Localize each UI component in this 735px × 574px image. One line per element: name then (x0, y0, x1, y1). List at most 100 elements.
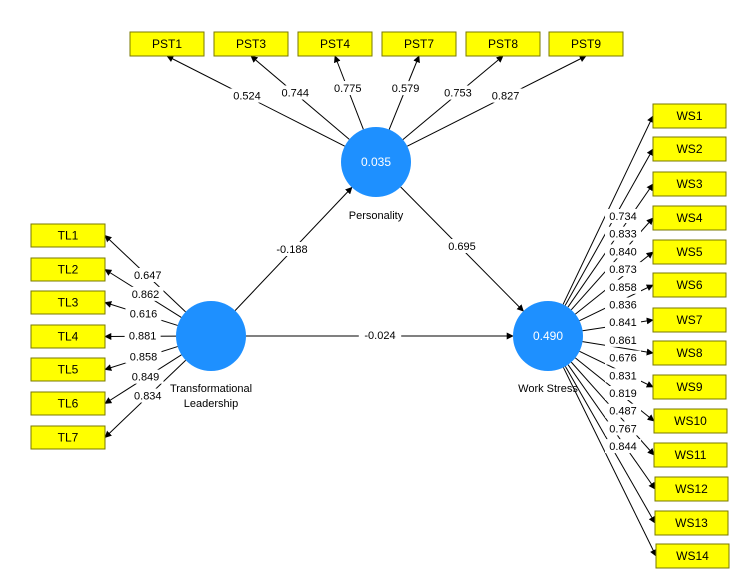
indicator-ws8-label: WS8 (676, 346, 702, 360)
loading-arrow-ws14 (562, 367, 657, 557)
indicator-ws6-label: WS6 (676, 278, 702, 292)
indicator-tl3[interactable]: TL3 (30, 290, 106, 315)
loading-pst4-bg (329, 81, 366, 96)
indicator-tl6-label: TL6 (58, 397, 79, 411)
loading-ws8: 0.861 (609, 335, 637, 347)
indicator-pst7-label: PST7 (404, 37, 434, 51)
indicator-ws12-label: WS12 (675, 482, 708, 496)
loading-ws13-bg (605, 421, 641, 436)
latent-work-stress[interactable]: 0.490 Work Stress (513, 301, 583, 395)
indicator-ws14[interactable]: WS14 (655, 543, 730, 569)
loading-ws9: 0.676 (609, 353, 637, 365)
latent-personality[interactable]: 0.035 Personality (341, 127, 411, 222)
indicator-tl4-label: TL4 (58, 330, 79, 344)
indicator-ws9-label: WS9 (676, 380, 702, 394)
indicator-ws4-label: WS4 (676, 211, 702, 225)
indicator-ws7-label: WS7 (676, 313, 702, 327)
loading-tl2: 0.862 (132, 289, 160, 301)
indicator-ws7[interactable]: WS7 (652, 307, 727, 333)
tl-label-line2: Leadership (184, 398, 238, 410)
work-stress-label: Work Stress (518, 383, 578, 395)
loading-ws12: 0.487 (609, 406, 637, 418)
indicator-tl1-label: TL1 (58, 229, 79, 243)
latent-transformational-leadership[interactable]: Transformational Leadership (170, 301, 252, 410)
loading-tl7-bg (129, 388, 166, 403)
loading-ws2: 0.833 (609, 229, 637, 241)
indicator-ws11[interactable]: WS11 (653, 442, 728, 468)
indicator-ws1[interactable]: WS1 (652, 103, 727, 129)
indicator-pst9-label: PST9 (571, 37, 601, 51)
loading-ws10: 0.831 (609, 370, 637, 382)
loading-tl5: 0.858 (130, 351, 158, 363)
loading-ws1-bg (605, 209, 641, 223)
path-coef-tl-ws: -0.024 (364, 330, 395, 342)
indicator-pst3[interactable]: PST3 (213, 31, 289, 57)
indicator-ws1-label: WS1 (676, 109, 702, 123)
indicator-ws12[interactable]: WS12 (654, 476, 729, 502)
loading-pst4: 0.775 (334, 83, 362, 95)
indicator-ws9[interactable]: WS9 (652, 374, 727, 400)
indicator-ws5[interactable]: WS5 (652, 239, 727, 265)
personality-label: Personality (349, 210, 404, 222)
loading-pst3-bg (277, 85, 314, 100)
loading-ws11: 0.819 (609, 388, 637, 400)
loading-tl1: 0.647 (134, 270, 162, 282)
loading-ws8-bg (605, 332, 641, 347)
indicator-ws13[interactable]: WS13 (654, 510, 729, 536)
loading-ws4-bg (605, 262, 641, 277)
indicator-ws2[interactable]: WS2 (652, 136, 727, 162)
loading-pst9-bg (487, 88, 524, 103)
loading-ws5-bg (605, 279, 641, 294)
loading-tl4: 0.881 (129, 330, 157, 342)
loading-pst7: 0.579 (392, 83, 420, 95)
tl-label-line1: Transformational (170, 383, 252, 395)
loading-tl6-bg (127, 369, 164, 384)
path-coef-tl-ws-bg (358, 328, 402, 342)
loading-ws5: 0.858 (609, 282, 637, 294)
indicator-ws10[interactable]: WS10 (653, 408, 728, 434)
loading-ws4: 0.873 (609, 264, 637, 276)
loading-ws10-bg (605, 368, 641, 383)
indicator-ws5-label: WS5 (676, 245, 702, 259)
indicator-ws14-label: WS14 (676, 549, 709, 563)
indicator-pst8[interactable]: PST8 (465, 31, 541, 57)
loading-pst8: 0.753 (444, 88, 472, 100)
loading-tl3-bg (125, 306, 162, 321)
indicator-pst8-label: PST8 (488, 37, 518, 51)
indicator-ws11-label: WS11 (675, 448, 707, 462)
loading-tl2-bg (127, 286, 164, 301)
indicator-tl1[interactable]: TL1 (30, 223, 106, 248)
work-stress-r2: 0.490 (533, 329, 563, 343)
loading-ws6: 0.836 (609, 300, 637, 312)
loading-pst9: 0.827 (492, 91, 520, 103)
indicator-pst4[interactable]: PST4 (297, 31, 373, 57)
loading-tl6: 0.849 (132, 372, 160, 384)
indicator-pst1-label: PST1 (152, 37, 182, 51)
loading-tl4-bg (124, 328, 161, 343)
indicator-pst1[interactable]: PST1 (129, 31, 205, 57)
loading-tl1-bg (129, 268, 166, 283)
loading-ws14: 0.844 (609, 441, 637, 453)
loading-pst3: 0.744 (281, 88, 309, 100)
indicator-pst9[interactable]: PST9 (548, 31, 624, 57)
indicator-ws10-label: WS10 (674, 414, 707, 428)
indicator-tl2[interactable]: TL2 (30, 257, 106, 282)
indicator-ws8[interactable]: WS8 (652, 340, 727, 366)
indicator-ws3[interactable]: WS3 (652, 171, 727, 197)
indicator-ws2-label: WS2 (676, 142, 702, 156)
indicator-tl4[interactable]: TL4 (30, 324, 106, 349)
indicator-tl7[interactable]: TL7 (30, 425, 106, 450)
indicator-tl3-label: TL3 (58, 296, 79, 310)
loading-ws12-bg (605, 403, 641, 418)
indicator-tl6[interactable]: TL6 (30, 391, 106, 416)
loading-ws14-bg (605, 439, 641, 454)
indicator-pst7[interactable]: PST7 (381, 31, 457, 57)
loading-ws1: 0.734 (609, 211, 637, 223)
loading-arrow-ws8 (582, 341, 654, 356)
indicator-ws6[interactable]: WS6 (652, 272, 727, 298)
indicator-ws4[interactable]: WS4 (652, 205, 727, 231)
path-coef-tl-personality: -0.188 (276, 244, 307, 256)
indicator-tl5[interactable]: TL5 (30, 357, 106, 382)
